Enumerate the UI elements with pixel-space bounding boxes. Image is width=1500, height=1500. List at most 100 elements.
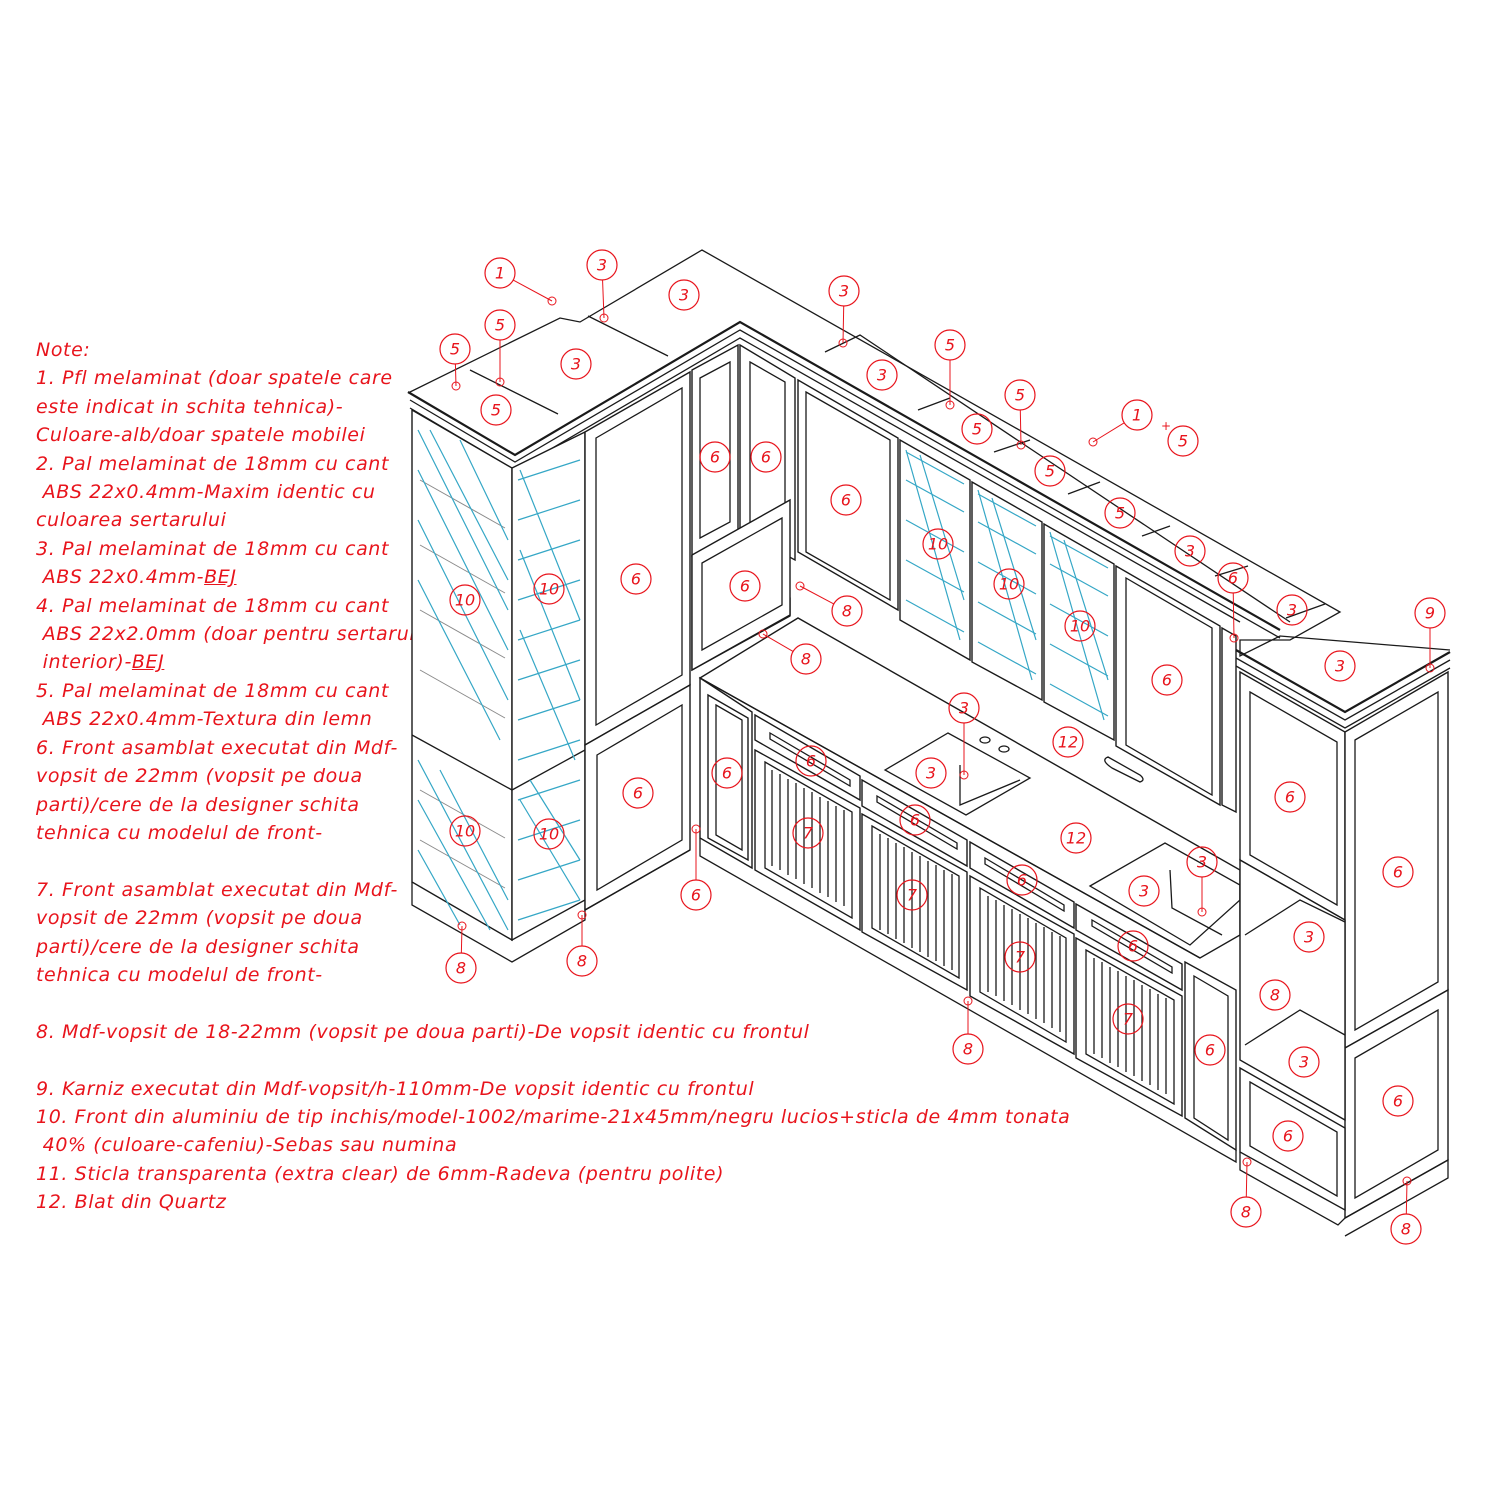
callout-label: 8 xyxy=(963,1040,973,1059)
leader-line xyxy=(762,633,794,652)
callout-label: 3 xyxy=(679,286,689,305)
callout-label: 3 xyxy=(1185,542,1195,561)
callout-label: 8 xyxy=(842,602,852,621)
note-line: 1. Pfl melaminat (doar spatele care xyxy=(36,364,996,392)
note-text: ABS 22x2.0mm (doar pentru sertarul xyxy=(36,623,416,646)
callout-label: 5 xyxy=(945,336,955,355)
callout-ring xyxy=(934,329,966,361)
callout-label: 5 xyxy=(972,420,982,439)
note-text: tehnica cu modelul de front- xyxy=(36,821,323,844)
callout-5: 5 xyxy=(1004,379,1036,450)
callout-ring xyxy=(484,309,516,341)
callout-ring xyxy=(896,879,928,911)
callout-3: 3 xyxy=(1128,875,1160,907)
upper-glass-cabinets xyxy=(899,438,1237,814)
callout-ring xyxy=(1293,921,1325,953)
callout-3: 3 xyxy=(1276,594,1308,626)
callout-ring xyxy=(1112,1003,1144,1035)
callout-6: 6 xyxy=(1151,664,1183,696)
callout-label: 6 xyxy=(1393,863,1403,882)
note-text: este indicat in schita tehnica)- xyxy=(36,395,344,418)
leader-dot xyxy=(963,996,973,1006)
callout-12: 12 xyxy=(1052,726,1084,758)
callout-5: 5 xyxy=(484,309,516,387)
callout-1: 1 xyxy=(1088,399,1153,447)
callout-label: 6 xyxy=(806,752,816,771)
callout-label: 3 xyxy=(926,764,936,783)
note-line: 8. Mdf-vopsit de 18-22mm (vopsit pe doua… xyxy=(36,1018,996,1046)
note-text: tehnica cu modelul de front- xyxy=(36,963,323,986)
callout-label: 6 xyxy=(761,448,771,467)
callout-label: 6 xyxy=(691,886,701,905)
callout-label: 8 xyxy=(1401,1220,1411,1239)
leader-dot xyxy=(1229,633,1239,643)
callout-label: 3 xyxy=(1287,601,1297,620)
callout-ring xyxy=(586,249,618,281)
leader-dot xyxy=(1425,663,1435,673)
leader-dot xyxy=(959,770,969,780)
callout-7: 7 xyxy=(896,879,928,911)
note-line: 3. Pal melaminat de 18mm cu cant xyxy=(36,535,996,563)
callout-label: 5 xyxy=(1115,504,1125,523)
callout-8: 8 xyxy=(1390,1176,1422,1245)
callout-label: 3 xyxy=(571,355,581,374)
callout-8: 8 xyxy=(758,629,822,675)
callout-label: 6 xyxy=(1393,1092,1403,1111)
callout-ring xyxy=(1382,1085,1414,1117)
note-line: 4. Pal melaminat de 18mm cu cant xyxy=(36,592,996,620)
callout-label: 6 xyxy=(910,811,920,830)
callout-ring xyxy=(1194,1034,1226,1066)
leader-dot xyxy=(1016,440,1026,450)
callout-label: 8 xyxy=(1270,986,1280,1005)
callout-label: 10 xyxy=(455,822,475,841)
callout-ring xyxy=(831,595,863,627)
callout-ring xyxy=(449,815,481,847)
callout-ring xyxy=(1414,597,1446,629)
notes-panel: Note: 1. Pfl melaminat (doar spatele car… xyxy=(36,336,1070,1217)
leader-dot xyxy=(838,338,848,348)
leader-line xyxy=(460,925,463,954)
base-cabinets xyxy=(584,676,1237,1164)
note-line: 12. Blat din Quartz xyxy=(36,1188,996,1216)
callout-6: 6 xyxy=(1382,1085,1414,1117)
note-text: 6. Front asamblat executat din Mdf- xyxy=(36,736,399,759)
callout-6: 6 xyxy=(750,441,782,473)
leader-line xyxy=(1232,592,1235,639)
callout-8: 8 xyxy=(566,910,598,977)
note-text: ABS 22x0.4mm-Maxim identic cu xyxy=(36,481,376,504)
callout-5: 5 xyxy=(1167,425,1199,457)
callout-3: 3 xyxy=(1324,650,1356,682)
callout-8: 8 xyxy=(795,581,863,627)
callout-3: 3 xyxy=(866,359,898,391)
callout-6: 6 xyxy=(830,484,862,516)
note-line: ABS 22x0.4mm-Textura din lemn xyxy=(36,705,996,733)
callout-5: 5 xyxy=(1104,497,1136,529)
callout-ring xyxy=(668,279,700,311)
callout-5: 5 xyxy=(1034,455,1066,487)
callout-label: 6 xyxy=(1205,1041,1215,1060)
note-text: vopsit de 22mm (vopsit pe doua xyxy=(36,765,363,788)
callout-label: 6 xyxy=(1228,569,1238,588)
callout-6: 6 xyxy=(699,441,731,473)
callout-ring xyxy=(830,484,862,516)
leader-line xyxy=(1245,1161,1248,1198)
callout-ring xyxy=(1121,399,1153,431)
callout-label: 12 xyxy=(1066,829,1086,848)
callout-5: 5 xyxy=(934,329,966,410)
callout-ring xyxy=(729,570,761,602)
callout-ring xyxy=(792,817,824,849)
callout-label: 6 xyxy=(1128,937,1138,956)
note-underlined-text: BEJ xyxy=(131,651,165,674)
callout-label: 3 xyxy=(877,366,887,385)
callout-ring xyxy=(1004,941,1036,973)
callout-label: 3 xyxy=(597,256,607,275)
callout-3: 3 xyxy=(560,348,592,380)
callout-10: 10 xyxy=(449,584,481,616)
callout-ring xyxy=(480,394,512,426)
callout-label: 8 xyxy=(577,952,587,971)
leader-dot xyxy=(1242,1157,1252,1167)
note-text: ABS 22x0.4mm- xyxy=(36,566,205,589)
leader-line xyxy=(512,279,553,302)
callout-label: 9 xyxy=(1425,604,1435,623)
leader-line xyxy=(1405,1180,1408,1215)
